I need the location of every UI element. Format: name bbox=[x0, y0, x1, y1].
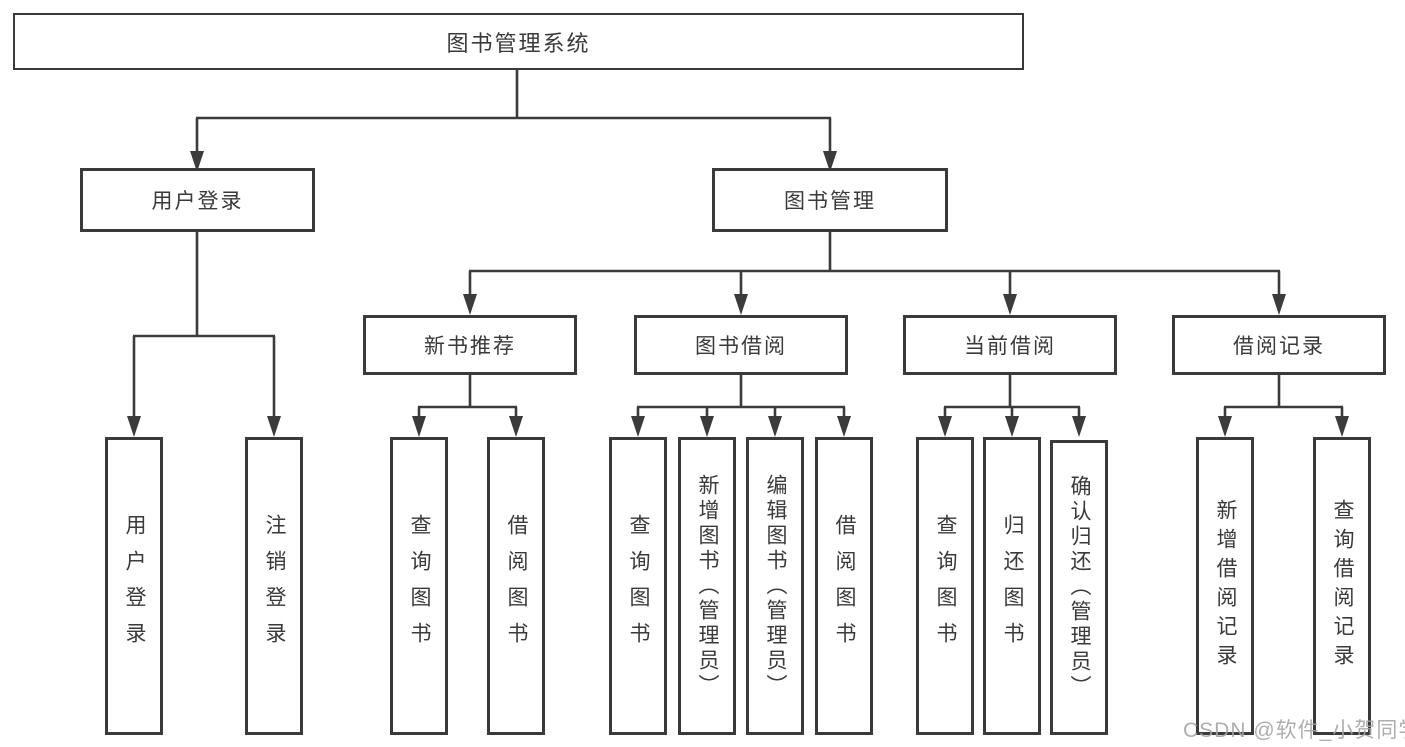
leaf-user-login: 用户登录 bbox=[105, 437, 163, 735]
csdn-watermark: CSDN @软件_小贺同学 bbox=[1183, 719, 1405, 742]
node-book-borrow-label: 图书借阅 bbox=[695, 335, 787, 358]
leaf-borrow-books-recommend: 借阅图书 bbox=[487, 437, 545, 735]
node-book-management-label: 图书管理 bbox=[784, 190, 876, 213]
leaf-edit-book-admin: 编辑图书（管理员） bbox=[746, 437, 804, 735]
node-new-book-recommend-label: 新书推荐 bbox=[424, 335, 516, 358]
node-library-system-label: 图书管理系统 bbox=[446, 30, 591, 56]
node-current-borrow-label: 当前借阅 bbox=[964, 335, 1056, 358]
node-user-login: 用户登录 bbox=[80, 168, 315, 232]
node-library-system: 图书管理系统 bbox=[13, 13, 1024, 70]
node-user-login-label: 用户登录 bbox=[151, 190, 244, 213]
leaf-logout: 注销登录 bbox=[245, 437, 303, 735]
arrowheads bbox=[127, 151, 1349, 437]
leaf-borrow-books: 借阅图书 bbox=[815, 437, 873, 735]
leaf-query-borrow-record: 查询借阅记录 bbox=[1313, 437, 1371, 735]
leaf-query-books-recommend: 查询图书 bbox=[390, 437, 448, 735]
leaf-add-book-admin: 新增图书（管理员） bbox=[678, 437, 736, 735]
node-book-borrow: 图书借阅 bbox=[634, 315, 848, 375]
leaf-query-books-borrow: 查询图书 bbox=[609, 437, 667, 735]
node-borrow-records-label: 借阅记录 bbox=[1233, 335, 1325, 358]
node-current-borrow: 当前借阅 bbox=[903, 315, 1117, 375]
node-book-management: 图书管理 bbox=[712, 168, 948, 232]
leaf-query-books-current: 查询图书 bbox=[916, 437, 974, 735]
node-borrow-records: 借阅记录 bbox=[1172, 315, 1386, 375]
leaf-return-book: 归还图书 bbox=[983, 437, 1041, 735]
node-new-book-recommend: 新书推荐 bbox=[363, 315, 577, 375]
leaf-confirm-return-admin: 确认归还（管理员） bbox=[1050, 440, 1108, 735]
leaf-add-borrow-record: 新增借阅记录 bbox=[1196, 437, 1254, 735]
